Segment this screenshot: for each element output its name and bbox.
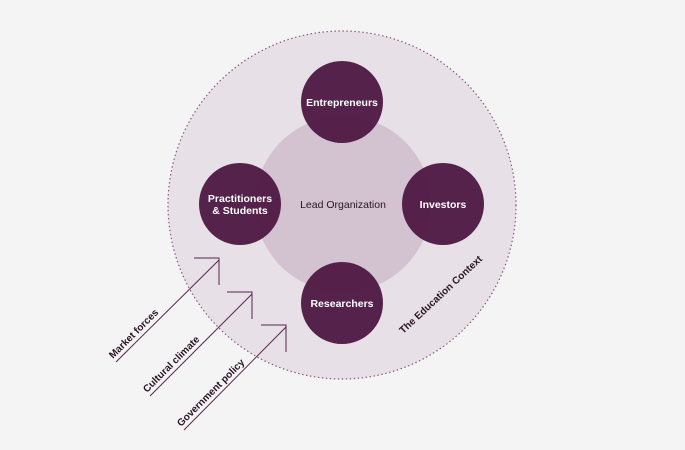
force-arrow-government [183, 324, 287, 431]
practitioners-label-line2: & Students [212, 205, 268, 217]
node-entrepreneurs: Entrepreneurs [301, 61, 383, 143]
researchers-label: Researchers [310, 298, 373, 310]
cultural-climate-label: Cultural climate [141, 334, 202, 395]
force-arrow-cultural [149, 291, 253, 397]
lead-organization-circle [255, 116, 431, 292]
node-researchers: Researchers [301, 262, 383, 344]
researchers-circle [301, 262, 383, 344]
practitioners-circle [199, 163, 281, 245]
lead-organization-label: Lead Organization [300, 199, 386, 211]
government-policy-label: Government policy [175, 357, 247, 429]
node-practitioners: Practitioners & Students [199, 163, 281, 245]
practitioners-label-line1: Practitioners [208, 193, 272, 205]
investors-circle [402, 163, 484, 245]
node-investors: Investors [402, 163, 484, 245]
investors-label: Investors [420, 199, 467, 211]
force-arrow-market [115, 257, 220, 363]
entrepreneurs-circle [301, 61, 383, 143]
market-forces-label: Market forces [107, 307, 161, 361]
entrepreneurs-label: Entrepreneurs [306, 97, 378, 109]
